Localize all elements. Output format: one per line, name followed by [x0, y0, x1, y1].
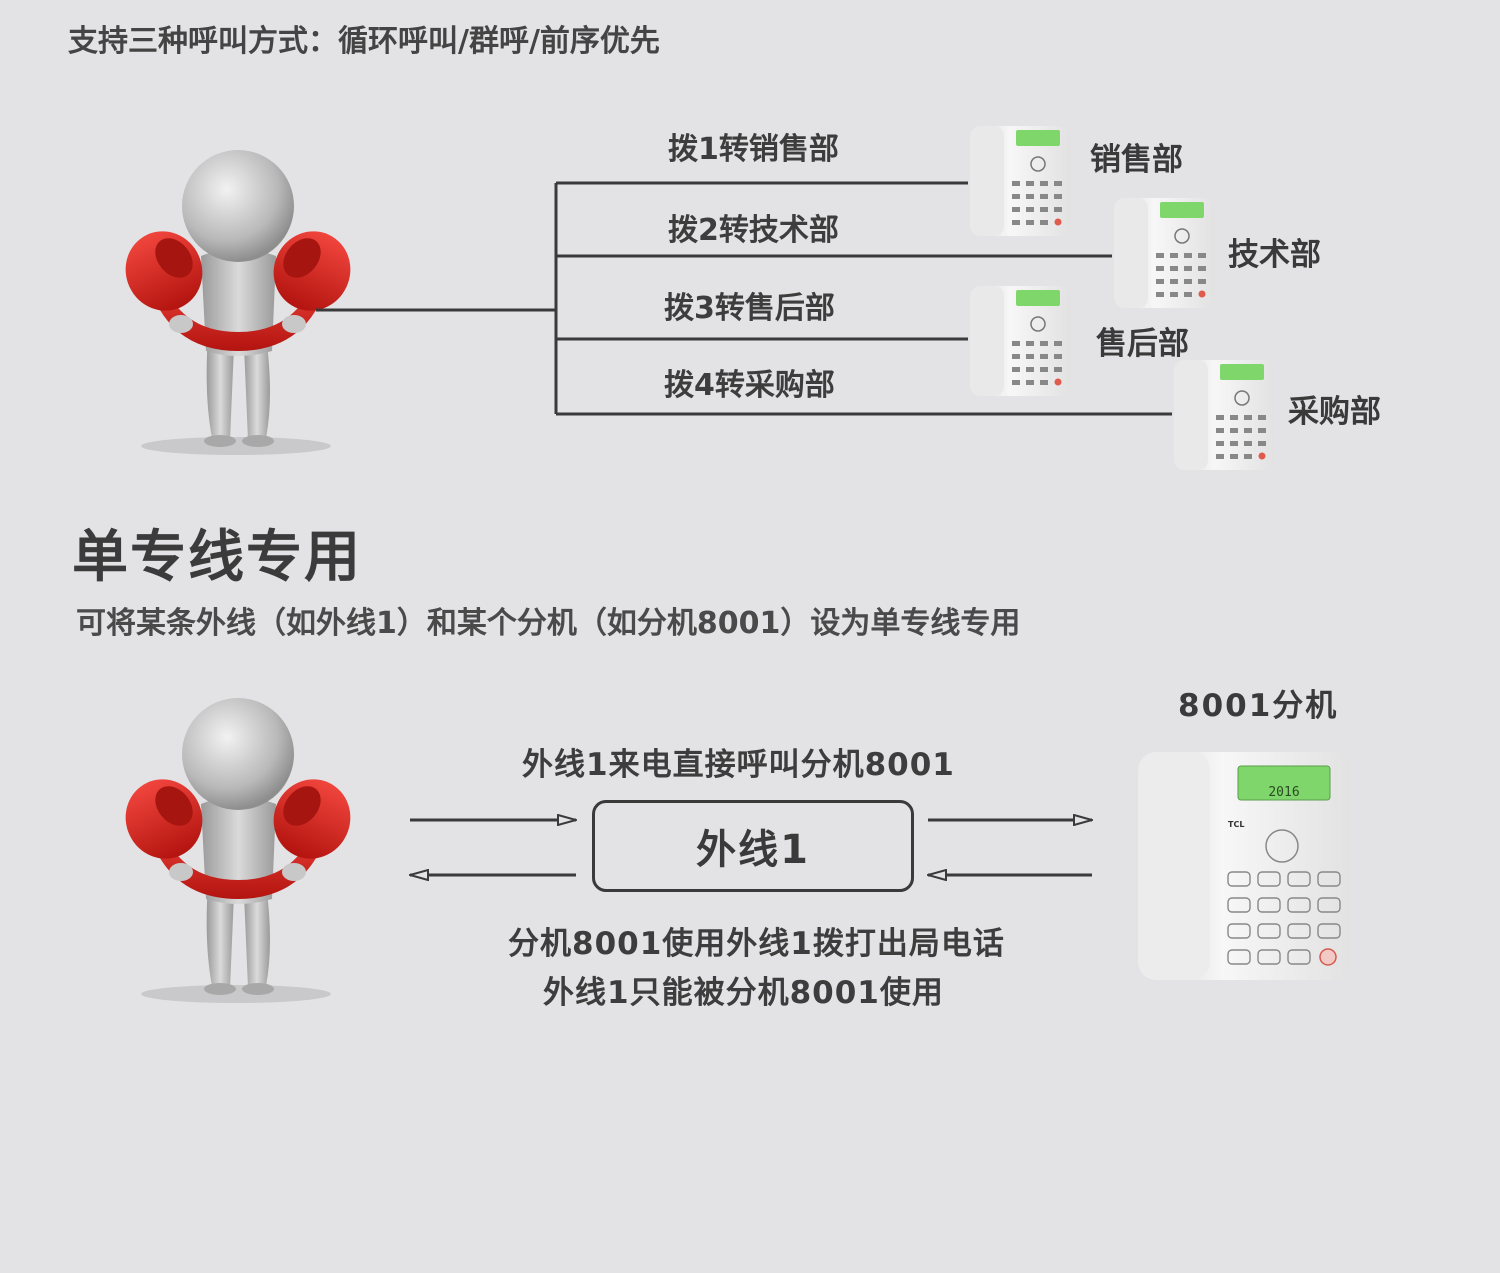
call-modes-text: 支持三种呼叫方式：循环呼叫/群呼/前序优先: [68, 24, 660, 59]
dept-label-tech: 技术部: [1228, 237, 1321, 273]
exclusive-use-label: 外线1只能被分机8001使用: [543, 975, 944, 1011]
outside-line-box: 外线1: [592, 800, 914, 892]
purchasing-phone: [1173, 359, 1275, 471]
extension-8001-phone: 2016 TCL: [1138, 752, 1350, 980]
extension-title: 8001分机: [1178, 688, 1339, 724]
dept-label-purchasing: 采购部: [1288, 394, 1381, 430]
dedicated-line-arrows: [410, 820, 1092, 875]
branch-label-1: 拨1转销售部: [668, 132, 839, 167]
incoming-call-label: 外线1来电直接呼叫分机8001: [522, 747, 955, 783]
phone-screen-text: 2016: [1268, 785, 1299, 800]
branch-label-4: 拨4转采购部: [664, 368, 835, 403]
section-title: 单专线专用: [72, 525, 362, 590]
section-description: 可将某条外线（如外线1）和某个分机（如分机8001）设为单专线专用: [76, 606, 1021, 641]
outside-line-label: 外线1: [696, 827, 810, 873]
outgoing-call-label: 分机8001使用外线1拨打出局电话: [508, 926, 1005, 962]
sales-phone: [969, 125, 1071, 237]
caller-figure-1: [112, 150, 364, 455]
caller-figure-2: [112, 698, 364, 1003]
ivr-branch-lines: [316, 181, 1172, 416]
dept-label-aftersales: 售后部: [1096, 326, 1189, 362]
branch-label-2: 拨2转技术部: [668, 213, 839, 248]
branch-label-3: 拨3转售后部: [664, 291, 835, 326]
dept-label-sales: 销售部: [1090, 142, 1183, 178]
tech-phone: [1113, 197, 1215, 309]
aftersales-phone: [969, 285, 1071, 397]
phone-brand-label: TCL: [1228, 820, 1244, 829]
